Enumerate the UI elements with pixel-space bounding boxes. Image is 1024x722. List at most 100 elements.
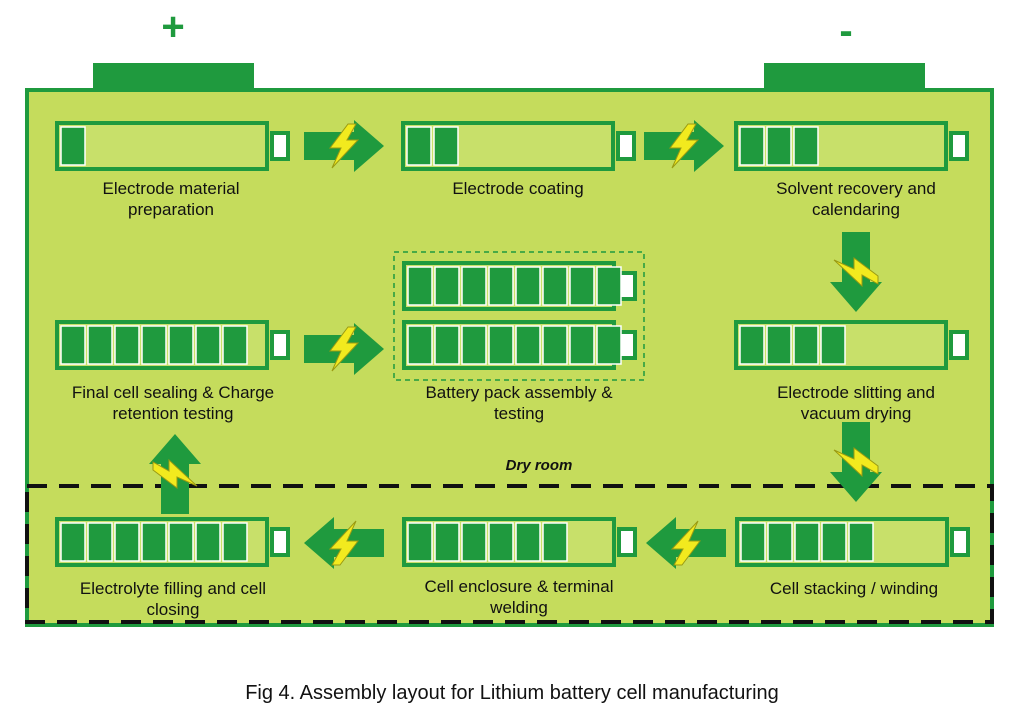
step-label-3-line-1: Solvent recovery and <box>776 179 936 198</box>
battery-cell-9-top <box>402 261 637 311</box>
step-label-2-line-1: Electrode coating <box>452 179 583 198</box>
charge-segment <box>87 522 113 562</box>
charge-segment <box>461 266 487 306</box>
step-label-4-line-1: Electrode slitting and <box>777 383 935 402</box>
lightning-icon <box>669 123 700 169</box>
step-label-9-line-2: testing <box>494 404 544 423</box>
charge-segment <box>793 325 819 365</box>
arrow-step-7-to-8 <box>149 434 201 514</box>
charge-segment <box>222 522 248 562</box>
arrow-step-4-to-5 <box>830 422 882 502</box>
charge-segment <box>114 522 140 562</box>
battery-cell-4 <box>734 320 969 370</box>
charge-segment <box>793 126 819 166</box>
charge-segment <box>407 325 433 365</box>
charge-segment <box>739 325 765 365</box>
lightning-icon <box>328 520 359 566</box>
step-label-9-line-1: Battery pack assembly & <box>425 383 613 402</box>
charge-segment <box>407 266 433 306</box>
charge-segment <box>569 266 595 306</box>
arrow-step-2-to-3 <box>644 120 724 172</box>
arrow-step-3-to-4 <box>830 232 882 312</box>
battery-cell-1 <box>55 121 290 171</box>
charge-segment <box>407 522 433 562</box>
charge-segment <box>766 325 792 365</box>
charge-segment <box>60 325 86 365</box>
step-label-6-line-1: Cell enclosure & terminal <box>425 577 614 596</box>
charge-segment <box>821 522 847 562</box>
charge-segment <box>515 522 541 562</box>
charge-segment <box>542 522 568 562</box>
charge-segment <box>168 325 194 365</box>
negative-terminal-sign: - <box>839 9 852 53</box>
process-cells <box>55 121 970 567</box>
step-label-4-line-2: vacuum drying <box>801 404 912 423</box>
charge-segment <box>141 325 167 365</box>
charge-segment <box>794 522 820 562</box>
charge-segment <box>60 126 86 166</box>
positive-terminal <box>93 63 254 91</box>
battery-cell-9-bottom <box>402 320 637 370</box>
battery-cell-5 <box>735 517 970 567</box>
step-label-6-line-2: welding <box>489 598 548 617</box>
negative-terminal <box>764 63 925 91</box>
battery-cell-3 <box>734 121 969 171</box>
charge-segment <box>596 325 622 365</box>
charge-segment <box>488 522 514 562</box>
arrow-step-6-to-7 <box>304 517 384 569</box>
step-label-8-line-2: retention testing <box>113 404 234 423</box>
charge-segment <box>461 325 487 365</box>
charge-segment <box>740 522 766 562</box>
lightning-icon <box>833 257 879 288</box>
arrow-step-1-to-2 <box>304 120 384 172</box>
lightning-icon <box>833 447 879 478</box>
charge-segment <box>542 266 568 306</box>
charge-segment <box>488 266 514 306</box>
lightning-icon <box>329 123 360 169</box>
process-arrows <box>149 120 882 569</box>
battery-cell-2 <box>401 121 636 171</box>
battery-cell-6 <box>402 517 637 567</box>
charge-segment <box>767 522 793 562</box>
charge-segment <box>87 325 113 365</box>
charge-segment <box>766 126 792 166</box>
positive-terminal-sign: + <box>161 5 184 49</box>
step-label-8-line-1: Final cell sealing & Charge <box>72 383 274 402</box>
dry-room-zone <box>25 484 994 624</box>
step-label-5-line-1: Cell stacking / winding <box>770 579 938 598</box>
charge-segment <box>848 522 874 562</box>
charge-segment <box>434 266 460 306</box>
charge-segment <box>222 325 248 365</box>
charge-segment <box>515 266 541 306</box>
charge-segment <box>542 325 568 365</box>
arrow-step-5-to-6 <box>646 517 726 569</box>
charge-segment <box>461 522 487 562</box>
battery-cell-7 <box>55 517 290 567</box>
charge-segment <box>114 325 140 365</box>
charge-segment <box>820 325 846 365</box>
lightning-icon <box>670 520 701 566</box>
charge-segment <box>515 325 541 365</box>
arrow-step-8-to-pack <box>304 323 384 375</box>
figure-caption: Fig 4. Assembly layout for Lithium batte… <box>245 682 779 704</box>
charge-segment <box>488 325 514 365</box>
charge-segment <box>434 522 460 562</box>
step-label-7-line-2: closing <box>147 600 200 619</box>
step-label-7-line-1: Electrolyte filling and cell <box>80 579 266 598</box>
charge-segment <box>433 126 459 166</box>
step-label-1-line-2: preparation <box>128 200 214 219</box>
step-label-1-line-1: Electrode material <box>102 179 239 198</box>
charge-segment <box>406 126 432 166</box>
charge-segment <box>739 126 765 166</box>
lightning-icon <box>152 458 198 489</box>
charge-segment <box>569 325 595 365</box>
charge-segment <box>434 325 460 365</box>
charge-segment <box>195 325 221 365</box>
charge-segment <box>141 522 167 562</box>
step-labels: Electrode material preparation Electrode c… <box>72 179 938 619</box>
charge-segment <box>60 522 86 562</box>
dry-room-label: Dry room <box>506 457 573 474</box>
charge-segment <box>195 522 221 562</box>
battery-cell-8 <box>55 320 290 370</box>
